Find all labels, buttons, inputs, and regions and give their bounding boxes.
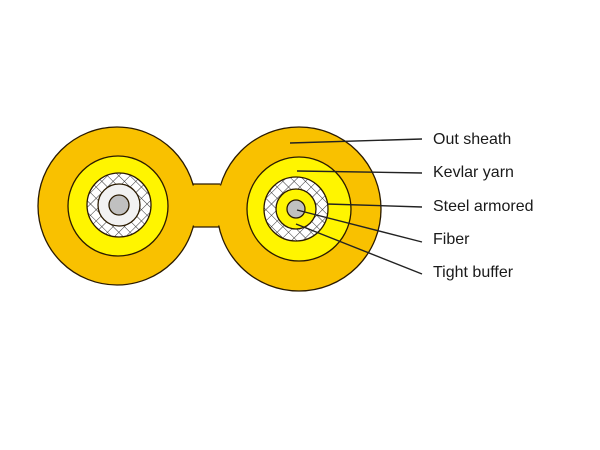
right-fiber-unit	[246, 156, 352, 262]
label-tight-buffer: Tight buffer	[433, 264, 514, 281]
label-kevlar-yarn: Kevlar yarn	[433, 164, 514, 181]
leader-line-steel-armored	[326, 203, 423, 208]
left-fiber	[108, 194, 130, 216]
leader-line-fiber	[296, 209, 423, 243]
label-out-sheath: Out sheath	[433, 131, 512, 148]
leader-lines	[289, 138, 423, 275]
right-fiber	[286, 199, 306, 219]
leader-line-out-sheath	[289, 138, 423, 144]
label-steel-armored: Steel armored	[433, 198, 534, 215]
label-fiber: Fiber	[433, 231, 470, 248]
leader-line-tight-buffer	[295, 223, 423, 275]
left-fiber-unit	[67, 155, 169, 257]
leader-line-kevlar-yarn	[296, 170, 423, 174]
